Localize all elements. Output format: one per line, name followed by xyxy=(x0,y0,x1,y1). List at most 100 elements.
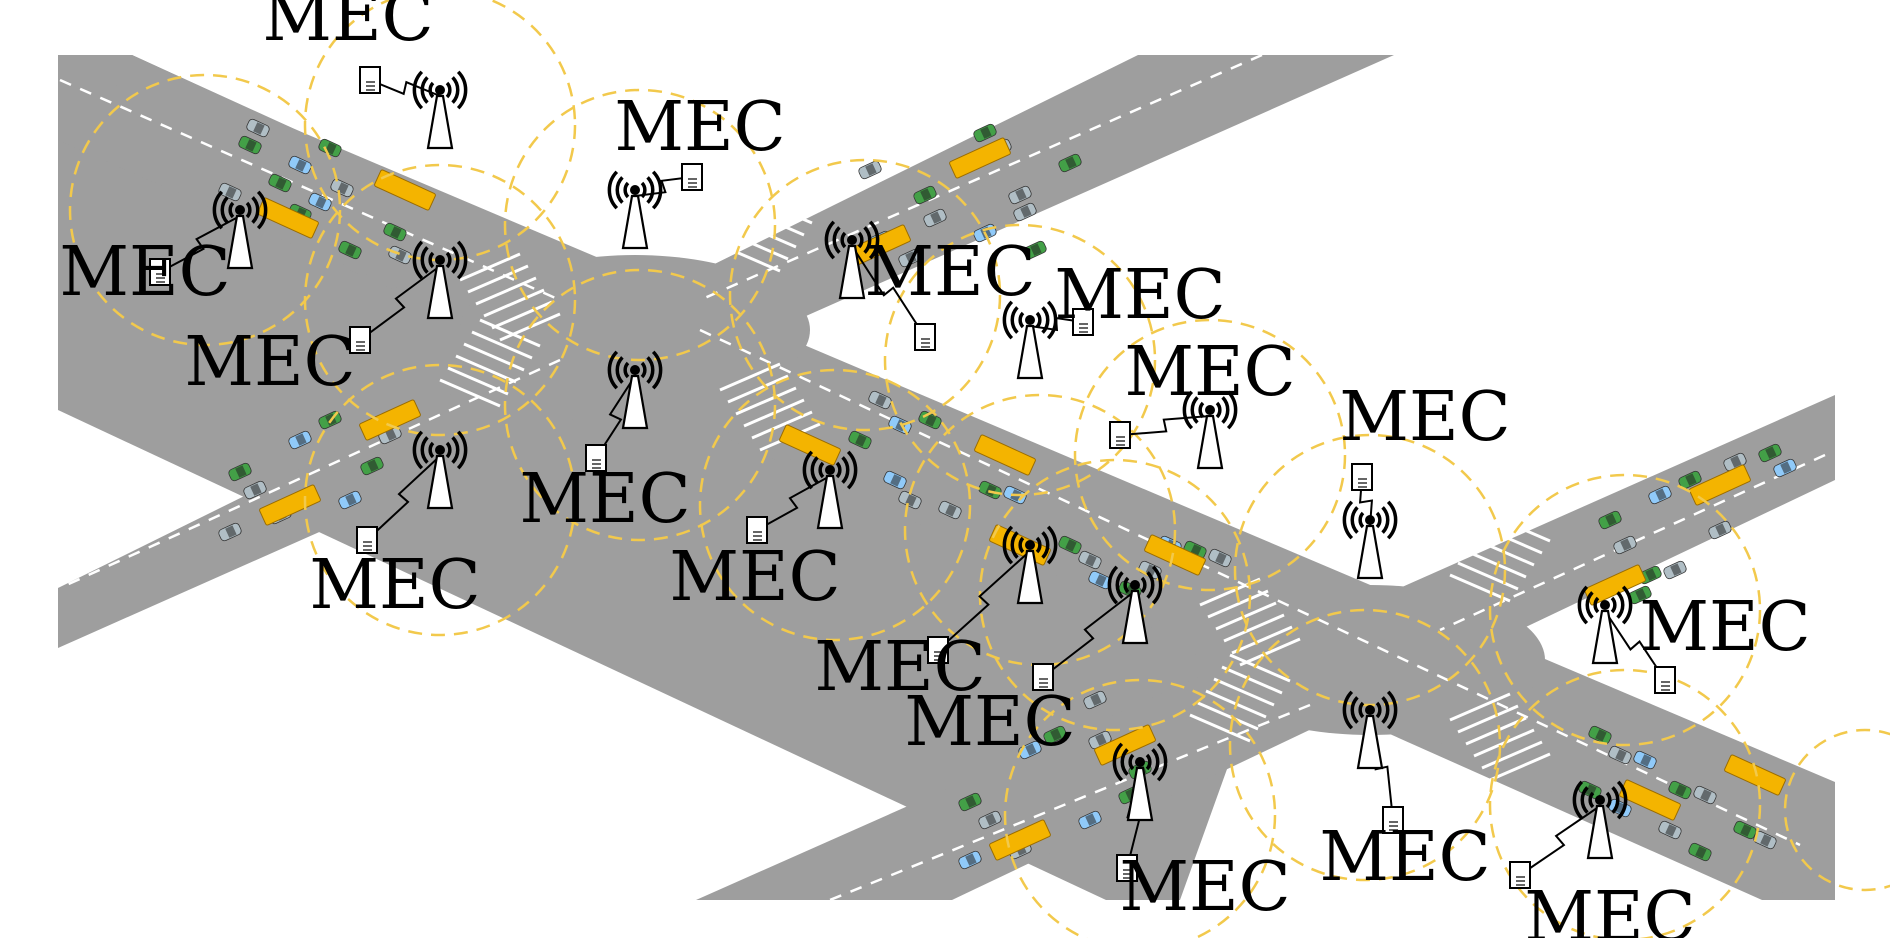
coverage-area xyxy=(1488,473,1762,747)
bus-icon xyxy=(949,137,1011,179)
crosswalk-stripe xyxy=(1489,752,1551,782)
crosswalk-stripe xyxy=(1239,637,1301,667)
mec-node: MEC xyxy=(1112,742,1291,927)
vehicle-icon xyxy=(938,500,962,520)
vehicle-icon xyxy=(1633,750,1657,770)
mec-label: MEC xyxy=(1339,378,1510,457)
vehicle-icon xyxy=(1658,820,1682,840)
vehicle-icon xyxy=(1078,810,1102,830)
crosswalk-stripe xyxy=(471,330,533,360)
vehicle-icon xyxy=(958,792,982,812)
vehicle-icon xyxy=(218,182,242,202)
base-station-icon xyxy=(1182,390,1238,470)
mec-node: MEC xyxy=(309,430,481,625)
mec-label: MEC xyxy=(1639,588,1810,667)
vehicle-icon xyxy=(1043,725,1067,745)
coverage-area xyxy=(68,73,342,347)
bus-icon xyxy=(257,197,319,239)
vehicle-icon xyxy=(1773,458,1797,478)
vehicle-icon xyxy=(1663,560,1687,580)
mec-server-icon xyxy=(1072,308,1094,336)
bus-icon xyxy=(374,169,436,211)
wireless-link-icon xyxy=(359,265,441,341)
mec-label: MEC xyxy=(309,546,480,625)
base-station-icon xyxy=(1342,690,1398,770)
crosswalk-stripe xyxy=(439,378,501,408)
vehicle-icon xyxy=(1613,535,1637,555)
coverage-area xyxy=(503,268,777,542)
crosswalk-stripe xyxy=(1223,613,1285,643)
wireless-link-icon xyxy=(634,176,693,197)
mec-server-icon xyxy=(914,323,936,351)
vehicle-icon xyxy=(268,173,292,193)
vehicle-icon xyxy=(1753,830,1777,850)
crosswalk-stripe xyxy=(1481,740,1543,770)
vehicle-icon xyxy=(1023,240,1047,260)
crosswalk-stripe xyxy=(447,366,509,396)
mec-server-icon xyxy=(359,66,381,94)
vehicle-icon xyxy=(360,456,384,476)
vehicle-icon xyxy=(1668,780,1692,800)
crosswalk-stripe xyxy=(455,354,517,384)
vehicle-icon xyxy=(246,118,270,138)
vehicle-icon xyxy=(883,470,907,490)
mec-server-icon xyxy=(1509,861,1531,889)
crosswalk-stripe xyxy=(1207,589,1269,619)
lane-marking xyxy=(59,78,561,302)
mec-label: MEC xyxy=(519,460,690,539)
crosswalk-stripe xyxy=(1231,625,1293,655)
bus-icon xyxy=(974,434,1036,476)
mec-node: MEC xyxy=(669,450,858,617)
vehicle-icon xyxy=(338,490,362,510)
coverage-area xyxy=(1073,318,1347,592)
crosswalk-stripe xyxy=(1229,653,1291,683)
vehicle-icon xyxy=(858,160,882,180)
vehicle-icon xyxy=(973,123,997,143)
crosswalk-stripe xyxy=(467,264,529,294)
mec-label: MEC xyxy=(1124,333,1295,412)
wireless-link-icon xyxy=(1042,590,1136,678)
vehicle-icon xyxy=(338,240,362,260)
wireless-link-icon xyxy=(851,245,926,338)
crosswalk-stripe xyxy=(1481,525,1543,555)
mec-label: MEC xyxy=(59,233,230,312)
lane-marking xyxy=(699,53,1263,302)
mec-label: MEC xyxy=(1524,878,1695,938)
coverage-area xyxy=(883,223,1157,497)
vehicle-icon xyxy=(243,480,267,500)
coverage-area xyxy=(303,163,577,437)
base-station-icon xyxy=(802,450,858,530)
base-station-icon xyxy=(1107,565,1163,645)
mec-label: MEC xyxy=(904,683,1075,762)
crosswalk-stripe xyxy=(479,318,541,348)
mec-label: MEC xyxy=(1319,818,1490,897)
coverage-area xyxy=(1783,728,1890,892)
vehicle-icon xyxy=(1078,550,1102,570)
vehicle-icon xyxy=(308,192,332,212)
crosswalk-stripe xyxy=(1197,701,1259,731)
mec-label: MEC xyxy=(1054,256,1225,335)
vehicle-icon xyxy=(378,425,402,445)
mec-node: MEC xyxy=(1319,690,1491,897)
vehicle-icon xyxy=(1678,470,1702,490)
base-station-icon xyxy=(607,170,663,250)
crosswalk-stripe xyxy=(1213,677,1275,707)
lane-marking xyxy=(1439,453,1826,632)
crosswalk-stripe xyxy=(1457,561,1519,591)
mec-server-icon xyxy=(356,526,378,554)
crosswalk-stripe xyxy=(463,342,525,372)
mec-server-icon xyxy=(1654,666,1676,694)
vehicle-icon xyxy=(1723,452,1747,472)
vehicle-icon xyxy=(868,390,892,410)
vehicle-icon xyxy=(218,522,242,542)
vehicle-icon xyxy=(958,850,982,870)
crosswalk-stripe xyxy=(1215,601,1277,631)
coverage-area xyxy=(303,363,577,637)
base-station-icon xyxy=(1572,780,1628,860)
road-network xyxy=(58,53,1835,902)
base-station-icon xyxy=(824,220,880,300)
crosswalk-stripe xyxy=(751,195,813,225)
vehicle-icon xyxy=(228,462,252,482)
mec-server-icon xyxy=(1116,854,1138,882)
mec-label: MEC xyxy=(669,538,840,617)
